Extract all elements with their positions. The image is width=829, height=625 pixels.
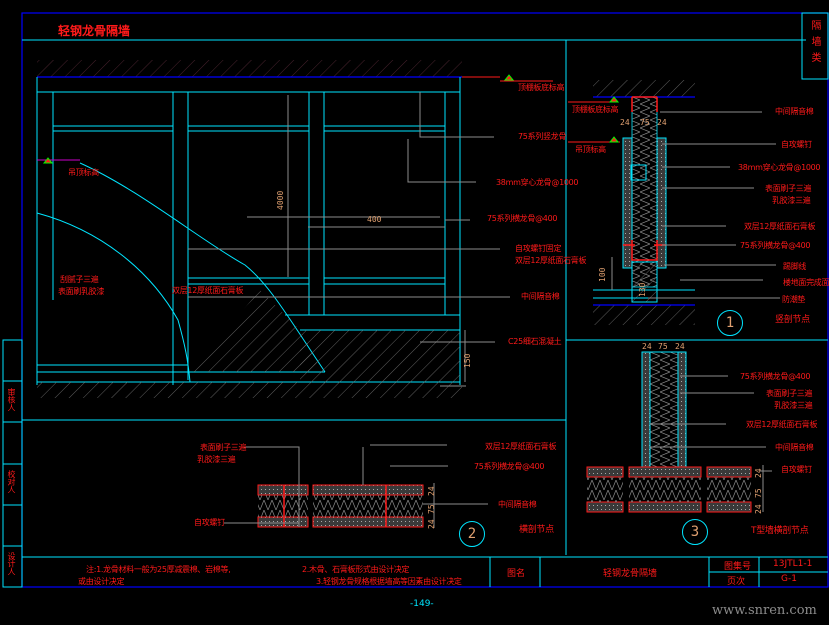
stud-label: 75系列竖龙骨 [518,132,567,141]
d1-dim-b: 75 [640,118,650,127]
page-value: G-1 [781,574,797,584]
d1-top-level-label: 顶棚板底标高 [572,105,619,114]
d1-skirting-label: 踢脚线 [783,262,807,271]
d3-dim-e: 75 [754,488,763,498]
left-board-label: 表面刷乳胶漆 [58,287,105,296]
detail-3-caption: T型墙横剖节点 [751,526,809,536]
detail-1-vertical-section [568,80,780,325]
base-label: C25细石混凝土 [508,337,562,346]
d2-insulation-label: 中间隔音棉 [498,500,537,509]
d1-ceiling-level-label: 吊顶标高 [575,145,606,154]
drawing-frame [2,12,829,588]
d1-dim-a: 24 [620,118,630,127]
d3-seal-label: 自攻螺钉 [781,465,812,474]
mid-board-label: 双层12厚纸面石膏板 [172,286,244,295]
spacing-dimension: 400 [367,215,382,224]
detail-2-marker: 2 [459,521,485,547]
insulation-label: 中间隔音棉 [521,292,560,301]
detail-1-caption: 竖剖节点 [775,315,810,325]
d3-dim-c: 24 [675,342,685,351]
board-layer-label: 双层12厚纸面石膏板 [515,256,587,265]
d1-self-tap-label: 自攻螺钉 [781,140,812,149]
d2-board-label: 双层12厚纸面石膏板 [485,442,557,451]
drawing-name-label: 图名 [507,569,526,579]
note-1: 注:1.龙骨材料一般为25厚减震棉、岩棉等, [86,565,231,574]
track-label: 75系列横龙骨@400 [487,214,558,223]
d1-board-label: 双层12厚纸面石膏板 [744,222,816,231]
watermark: www.snren.com [712,603,817,618]
base-height-dimension: 150 [463,353,472,368]
page-label: 页次 [727,577,746,587]
d1-dim-e: 130 [638,282,647,297]
ceiling-level-label: 顶棚板底标高 [518,83,565,92]
note-1-cont: 或由设计决定 [78,577,125,586]
note-3: 3.轻钢龙骨规格根据墙高等因素由设计决定 [316,577,462,586]
page-number: -149- [410,599,434,609]
detail-2-horizontal-section [224,444,488,528]
detail-1-marker: 1 [717,310,743,336]
d2-finish1-label: 表面刷子三遍 [200,443,247,452]
channel-label: 38mm穿心龙骨@1000 [496,178,579,187]
d2-seal-label: 自攻螺钉 [194,518,225,527]
d3-finish1-label: 表面刷子三遍 [766,389,813,398]
d2-dim-b: 75 [427,504,436,514]
d3-board-label: 双层12厚纸面石膏板 [746,420,818,429]
d1-finish2-label: 乳胶漆三遍 [772,196,811,205]
atlas-code-value: 13JTL1-1 [773,559,813,569]
d3-dim-b: 75 [658,342,668,351]
sign-field-designer: 设计人 [7,552,16,576]
d3-insulation-label: 中间隔音棉 [775,443,814,452]
floor-level-label: 吊顶标高 [68,168,99,177]
d1-insulation-top-label: 中间隔音棉 [775,107,814,116]
sign-field-reviewer: 审核人 [7,388,16,412]
detail-2-caption: 横剖节点 [519,525,554,535]
note-2: 2.木骨、石膏板形式由设计决定 [302,565,410,574]
d3-dim-d: 24 [754,468,763,478]
d3-track-label: 75系列横龙骨@400 [740,372,811,381]
detail-3-t-wall-section [586,351,772,513]
atlas-code-label: 图集号 [724,562,752,572]
d1-dim-c: 24 [657,118,667,127]
d3-dim-a: 24 [642,342,652,351]
d1-floor-label: 楼地面完成面 [783,278,829,287]
d3-finish2-label: 乳胶漆三遍 [774,401,813,410]
d2-track-label: 75系列横龙骨@400 [474,462,545,471]
drawing-title: 轻钢龙骨隔墙 [58,24,131,38]
d3-dim-f: 24 [754,504,763,514]
category-label: 隔墙类 [809,20,820,68]
d1-finish1-label: 表面刷子三遍 [765,184,812,193]
elevation-view [36,60,553,398]
d2-dim-c: 24 [427,519,436,529]
d1-channel-label: 38mm穿心龙骨@1000 [738,163,821,172]
sign-field-checker: 校对人 [7,470,16,494]
seal-label: 自攻螺钉固定 [515,244,562,253]
d2-dim-a: 24 [427,486,436,496]
drawing-name-value: 轻钢龙骨隔墙 [603,569,658,579]
d1-base-label: 防潮垫 [782,295,806,304]
detail-3-marker: 3 [682,519,708,545]
d1-track-label: 75系列横龙骨@400 [740,241,811,250]
left-finish-label: 刮腻子三遍 [60,275,99,284]
d1-dim-d: 100 [598,267,607,282]
height-dimension: 4000 [276,190,285,210]
d2-finish2-label: 乳胶漆三遍 [197,455,236,464]
